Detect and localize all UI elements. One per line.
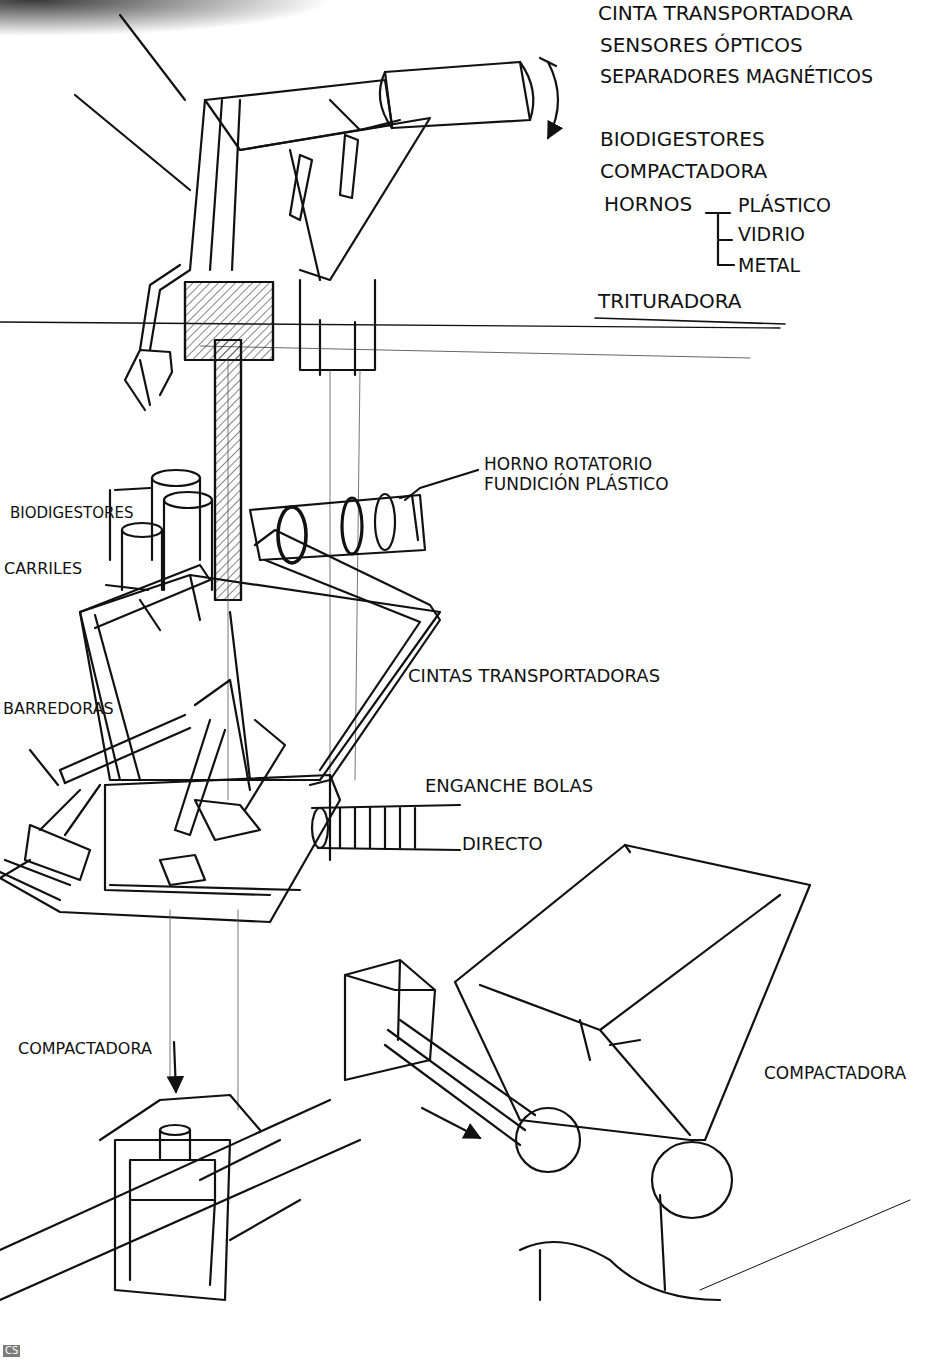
sketch-label: BIODIGESTORES bbox=[600, 128, 765, 151]
cart-compactor bbox=[345, 845, 910, 1300]
scan-shadow bbox=[0, 0, 330, 40]
watermark: CS bbox=[3, 1345, 20, 1357]
leader-line bbox=[405, 470, 478, 500]
sketch-label: CARRILES bbox=[4, 560, 82, 578]
sketch-label: SEPARADORES MAGNÉTICOS bbox=[600, 66, 873, 88]
sketch-label: METAL bbox=[738, 255, 800, 277]
arrow bbox=[422, 1108, 480, 1138]
sketch-label: CINTAS TRANSPORTADORAS bbox=[408, 666, 660, 687]
plant-body bbox=[0, 470, 460, 1110]
sketch-label: DIRECTO bbox=[462, 834, 543, 855]
arrow bbox=[174, 1042, 176, 1092]
compactor bbox=[0, 1095, 360, 1300]
sketch-label: VIDRIO bbox=[738, 224, 805, 246]
guide-line bbox=[0, 322, 780, 328]
sketch-label: SENSORES ÓPTICOS bbox=[600, 34, 803, 57]
leader-line bbox=[106, 585, 148, 590]
sketch-label: TRITURADORA bbox=[598, 290, 742, 313]
sketch-label: HORNO ROTATORIO FUNDICIÓN PLÁSTICO bbox=[484, 455, 684, 494]
sketch-label: COMPACTADORA bbox=[600, 160, 767, 183]
sketch-label: COMPACTADORA bbox=[764, 1064, 906, 1084]
sketch-label: CINTA TRANSPORTADORA bbox=[598, 2, 853, 25]
sketch-label: HORNOS bbox=[604, 193, 692, 216]
sketch-label: BARREDORAS bbox=[3, 700, 114, 718]
list-bracket bbox=[706, 213, 734, 265]
sketch-label: ENGANCHE BOLAS bbox=[425, 776, 593, 797]
sketch-label: BIODIGESTORES bbox=[10, 505, 134, 522]
sketch-label: PLÁSTICO bbox=[738, 195, 831, 217]
sketch-label: COMPACTADORA bbox=[18, 1040, 152, 1058]
leader-line bbox=[30, 750, 58, 785]
guide-line bbox=[200, 346, 750, 358]
underline bbox=[595, 318, 785, 324]
